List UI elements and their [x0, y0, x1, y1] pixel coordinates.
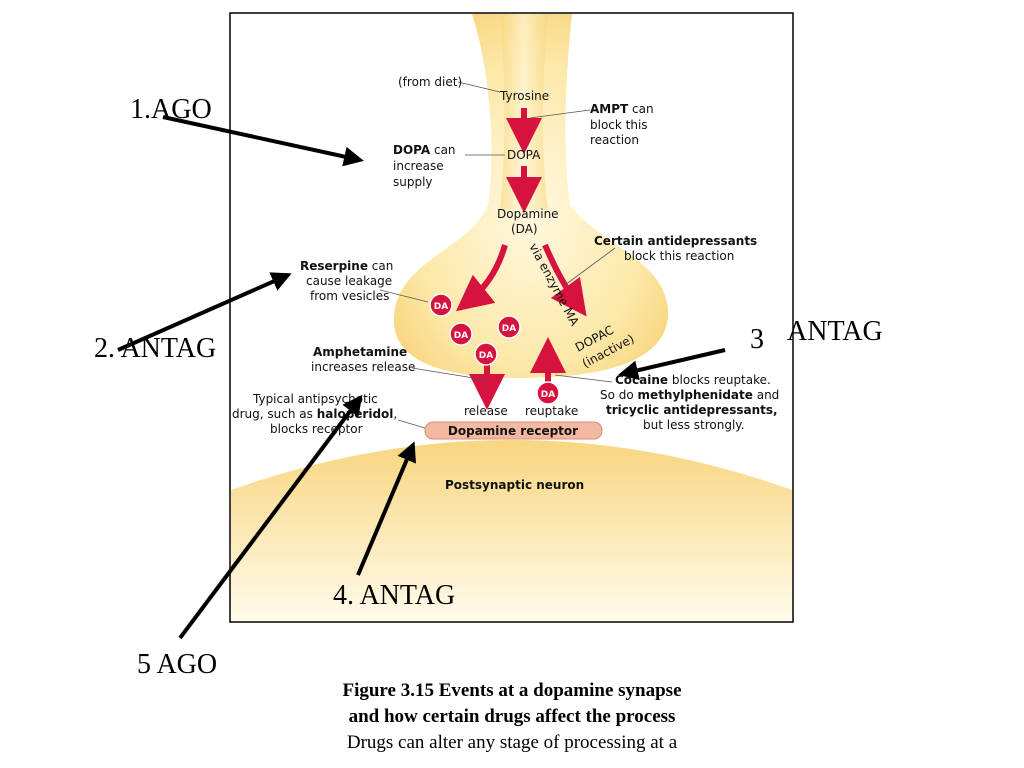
da-molecule: DA	[449, 322, 473, 346]
figure-caption: Figure 3.15 Events at a dopamine synapse…	[262, 678, 762, 756]
caption-title-line2: and how certain drugs affect the process	[348, 706, 676, 727]
antidepressants-note-line2: block this reaction	[624, 249, 734, 263]
dopa-note-line2: increase	[393, 159, 444, 173]
da-paren-label: (DA)	[511, 222, 538, 236]
cocaine-note-line4: but less strongly.	[643, 418, 745, 432]
annotation-3-antag: ANTAG	[787, 316, 883, 347]
postsynaptic-neuron-shape	[231, 440, 792, 621]
da-molecule: DA	[474, 342, 498, 366]
annotation-arrows	[117, 115, 726, 640]
annotation-3-number: 3	[750, 324, 764, 355]
antipsychotic-note-line2: drug, such as haloperidol,	[232, 407, 397, 421]
arrow-4-antag	[356, 441, 416, 576]
da-molecule: DA	[497, 315, 521, 339]
tyrosine-label: Tyrosine	[499, 89, 549, 103]
dopamine-label: Dopamine	[497, 207, 559, 221]
arrow-1-ago	[162, 115, 364, 167]
receptor-label: Dopamine receptor	[448, 424, 578, 438]
cocaine-note-line3: tricyclic antidepressants,	[606, 403, 778, 417]
svg-text:DA: DA	[502, 324, 516, 334]
release-label: release	[464, 404, 508, 418]
annotation-5-ago: 5 AGO	[137, 649, 217, 680]
annotation-1-ago: 1.AGO	[130, 94, 212, 125]
arrow-3-antag	[618, 348, 726, 381]
dopa-note-line3: supply	[393, 175, 433, 189]
svg-text:DA: DA	[479, 351, 493, 361]
ampt-note: AMPT can	[590, 102, 654, 116]
caption-title-line1: Figure 3.15 Events at a dopamine synapse	[342, 680, 682, 701]
from-diet-label: (from diet)	[398, 75, 462, 89]
postsynaptic-label: Postsynaptic neuron	[445, 478, 584, 492]
arrow-2-antag	[117, 272, 292, 352]
amphetamine-note: Amphetamine	[313, 345, 407, 359]
svg-text:DA: DA	[541, 390, 555, 400]
svg-text:DA: DA	[454, 331, 468, 341]
da-molecule: DA	[536, 381, 560, 405]
antidepressants-note: Certain antidepressants	[594, 234, 757, 248]
cocaine-note: Cocaine blocks reuptake.	[615, 373, 771, 387]
reserpine-note: Reserpine can	[300, 259, 393, 273]
dopamine-to-vesicle-arrow	[455, 244, 508, 312]
annotation-2-antag: 2. ANTAG	[94, 333, 216, 364]
dopamine-receptor	[424, 421, 603, 440]
annotation-4-antag: 4. ANTAG	[333, 580, 455, 611]
dopamine-to-dopac-arrow	[542, 243, 587, 317]
dopa-note: DOPA can	[393, 143, 456, 157]
antipsychotic-note-line3: blocks receptor	[270, 422, 363, 436]
arrow-5-ago	[178, 394, 363, 640]
svg-text:DA: DA	[434, 302, 448, 312]
reserpine-note-line2: cause leakage	[306, 274, 392, 288]
da-molecule: DA	[429, 293, 453, 317]
ampt-note-line3: reaction	[590, 133, 639, 147]
caption-body-line1: Drugs can alter any stage of processing …	[346, 732, 678, 753]
leader-lines	[379, 81, 616, 429]
ampt-note-line2: block this	[590, 118, 648, 132]
amphetamine-note-line2: increases release	[311, 360, 415, 374]
cocaine-note-line2: So do methylphenidate and	[600, 388, 779, 402]
dopa-label: DOPA	[507, 148, 541, 162]
reuptake-label: reuptake	[525, 404, 578, 418]
reserpine-note-line3: from vesicles	[310, 289, 389, 303]
